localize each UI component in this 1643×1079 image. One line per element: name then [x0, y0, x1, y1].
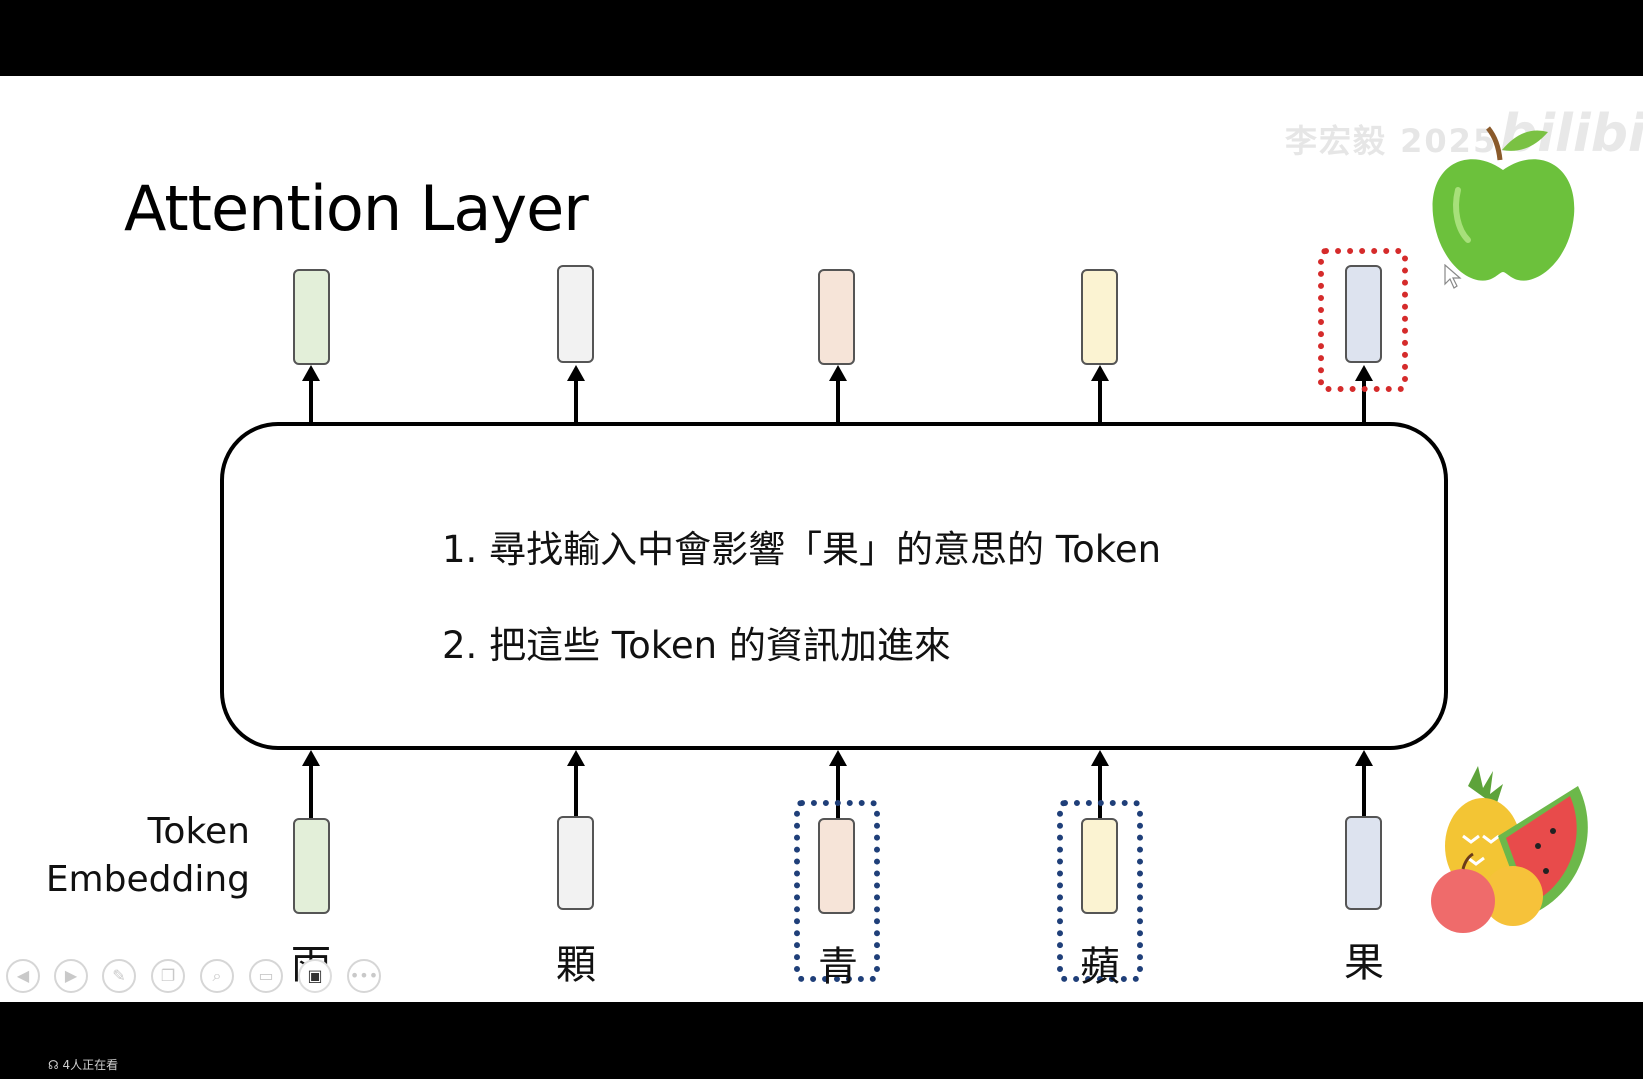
- output-vector-4: [1081, 269, 1118, 365]
- input-arrow-4: [1091, 750, 1109, 818]
- green-apple-icon: [1432, 126, 1575, 281]
- token-embedding-label: Token Embedding: [45, 811, 250, 900]
- output-arrow-5: [1355, 365, 1373, 423]
- highlight-output-guo: [1318, 248, 1408, 392]
- input-vector-4: [1081, 818, 1118, 914]
- headphone-icon: ☊: [48, 1058, 59, 1072]
- mouse-cursor-icon: [1444, 264, 1462, 289]
- watermark-text: 李宏毅 2025: [1285, 122, 1498, 160]
- input-arrow-2: [567, 750, 585, 816]
- input-vector-3: [818, 818, 855, 914]
- fruits-icon: [1431, 766, 1588, 933]
- copy-icon[interactable]: ❐: [151, 959, 185, 993]
- more-icon[interactable]: •••: [347, 959, 381, 993]
- input-arrow-5: [1355, 750, 1373, 816]
- output-arrow-1: [302, 365, 320, 423]
- output-vector-2: [557, 265, 594, 363]
- viewer-count: ☊ 4人正在看: [48, 1058, 119, 1072]
- token-3: 青: [818, 944, 858, 990]
- camera-icon[interactable]: ▣: [298, 959, 332, 993]
- instruction-line-2: 2. 把這些 Token 的資訊加進來: [442, 624, 951, 667]
- token-2: 顆: [556, 942, 596, 988]
- input-arrow-3: [829, 750, 847, 818]
- input-arrow-1: [302, 750, 320, 818]
- input-vector-1: [293, 818, 330, 914]
- next-icon[interactable]: ▶: [54, 959, 88, 993]
- output-arrow-2: [567, 365, 585, 423]
- token-4: 蘋: [1080, 944, 1120, 990]
- highlight-input-ping: [1057, 800, 1143, 982]
- output-vector-5: [1345, 265, 1382, 363]
- input-vector-5: [1345, 816, 1382, 910]
- zoom-icon[interactable]: ⌕: [200, 959, 234, 993]
- slide: Attention Layer 李宏毅 2025 bilibili 1. 尋找輸…: [0, 76, 1643, 1002]
- prev-icon[interactable]: ◀: [6, 959, 40, 993]
- output-arrow-3: [829, 365, 847, 423]
- highlight-input-qing: [794, 800, 880, 982]
- output-vector-3: [818, 269, 855, 365]
- screen-icon[interactable]: ▭: [249, 959, 283, 993]
- attention-layer-box: [220, 422, 1448, 750]
- input-vector-2: [557, 816, 594, 910]
- pen-icon[interactable]: ✎: [102, 959, 136, 993]
- token-5: 果: [1344, 940, 1384, 986]
- output-arrow-4: [1091, 365, 1109, 423]
- slide-title: Attention Layer: [124, 172, 589, 245]
- instruction-line-1: 1. 尋找輸入中會影響「果」的意思的 Token: [442, 528, 1162, 571]
- output-vector-1: [293, 269, 330, 365]
